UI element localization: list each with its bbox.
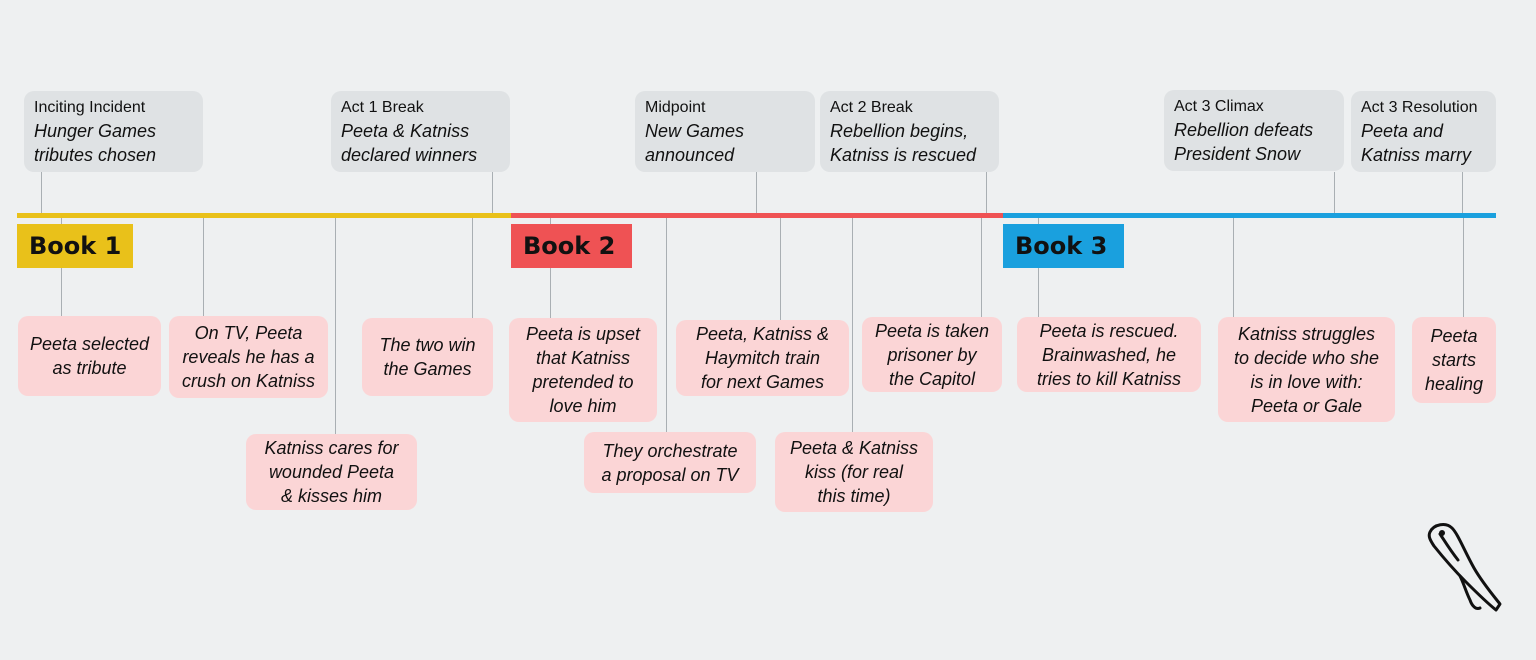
event-card: Peeta starts healing — [1412, 317, 1496, 403]
milestone-connector — [756, 172, 757, 215]
event-card: Peeta & Katniss kiss (for real this time… — [775, 432, 933, 512]
event-connector — [203, 217, 204, 317]
event-card: Peeta is upset that Katniss pretended to… — [509, 318, 657, 422]
event-connector — [780, 217, 781, 321]
event-card: On TV, Peeta reveals he has a crush on K… — [169, 316, 328, 398]
milestone-inciting-incident: Inciting Incident Hunger Games tributes … — [24, 91, 203, 172]
event-connector — [981, 217, 982, 318]
milestone-description: Peeta and Katniss marry — [1361, 121, 1472, 165]
milestone-description: Rebellion begins, Katniss is rescued — [830, 121, 977, 165]
milestone-description: Peeta & Katniss declared winners — [341, 121, 478, 165]
parrot-logo-icon — [1427, 523, 1502, 612]
event-connector — [1463, 217, 1464, 318]
milestone-label: Midpoint — [645, 99, 706, 116]
event-card: Katniss cares for wounded Peeta & kisses… — [246, 434, 417, 510]
event-card: Peeta, Katniss & Haymitch train for next… — [676, 320, 849, 396]
event-card: They orchestrate a proposal on TV — [584, 432, 756, 493]
milestone-midpoint: Midpoint New Games announced — [635, 91, 815, 172]
milestone-act-3-resolution: Act 3 Resolution Peeta and Katniss marry — [1351, 91, 1496, 172]
event-connector — [1233, 217, 1234, 318]
book-3-label: Book 3 — [1003, 224, 1124, 268]
milestone-description: Hunger Games tributes chosen — [34, 121, 157, 165]
milestone-description: Rebellion defeats President Snow — [1174, 120, 1314, 164]
event-card: Peeta is taken prisoner by the Capitol — [862, 317, 1002, 392]
event-card: Peeta selected as tribute — [18, 316, 161, 396]
event-card: Katniss struggles to decide who she is i… — [1218, 317, 1395, 422]
event-card: The two win the Games — [362, 318, 493, 396]
milestone-connector — [492, 172, 493, 215]
milestone-label: Act 3 Resolution — [1361, 99, 1478, 116]
book-3-timeline — [1003, 213, 1496, 218]
milestone-act-3-climax: Act 3 Climax Rebellion defeats President… — [1164, 90, 1344, 171]
milestone-label: Act 2 Break — [830, 99, 913, 116]
event-connector — [666, 217, 667, 433]
book-1-label: Book 1 — [17, 224, 133, 268]
event-connector — [472, 217, 473, 319]
book-1-timeline — [17, 213, 511, 218]
milestone-connector — [1334, 172, 1335, 215]
book-2-timeline — [511, 213, 1003, 218]
milestone-label: Act 3 Climax — [1174, 98, 1264, 115]
milestone-act-2-break: Act 2 Break Rebellion begins, Katniss is… — [820, 91, 999, 172]
milestone-label: Inciting Incident — [34, 99, 146, 116]
milestone-act-1-break: Act 1 Break Peeta & Katniss declared win… — [331, 91, 510, 172]
event-connector — [335, 217, 336, 435]
event-connector — [550, 217, 551, 319]
event-card: Peeta is rescued. Brainwashed, he tries … — [1017, 317, 1201, 392]
milestone-description: New Games announced — [645, 121, 745, 165]
milestone-connector — [1462, 172, 1463, 215]
milestone-label: Act 1 Break — [341, 99, 424, 116]
event-connector — [852, 217, 853, 433]
milestone-connector — [41, 172, 42, 215]
book-2-label: Book 2 — [511, 224, 632, 268]
milestone-connector — [986, 172, 987, 215]
